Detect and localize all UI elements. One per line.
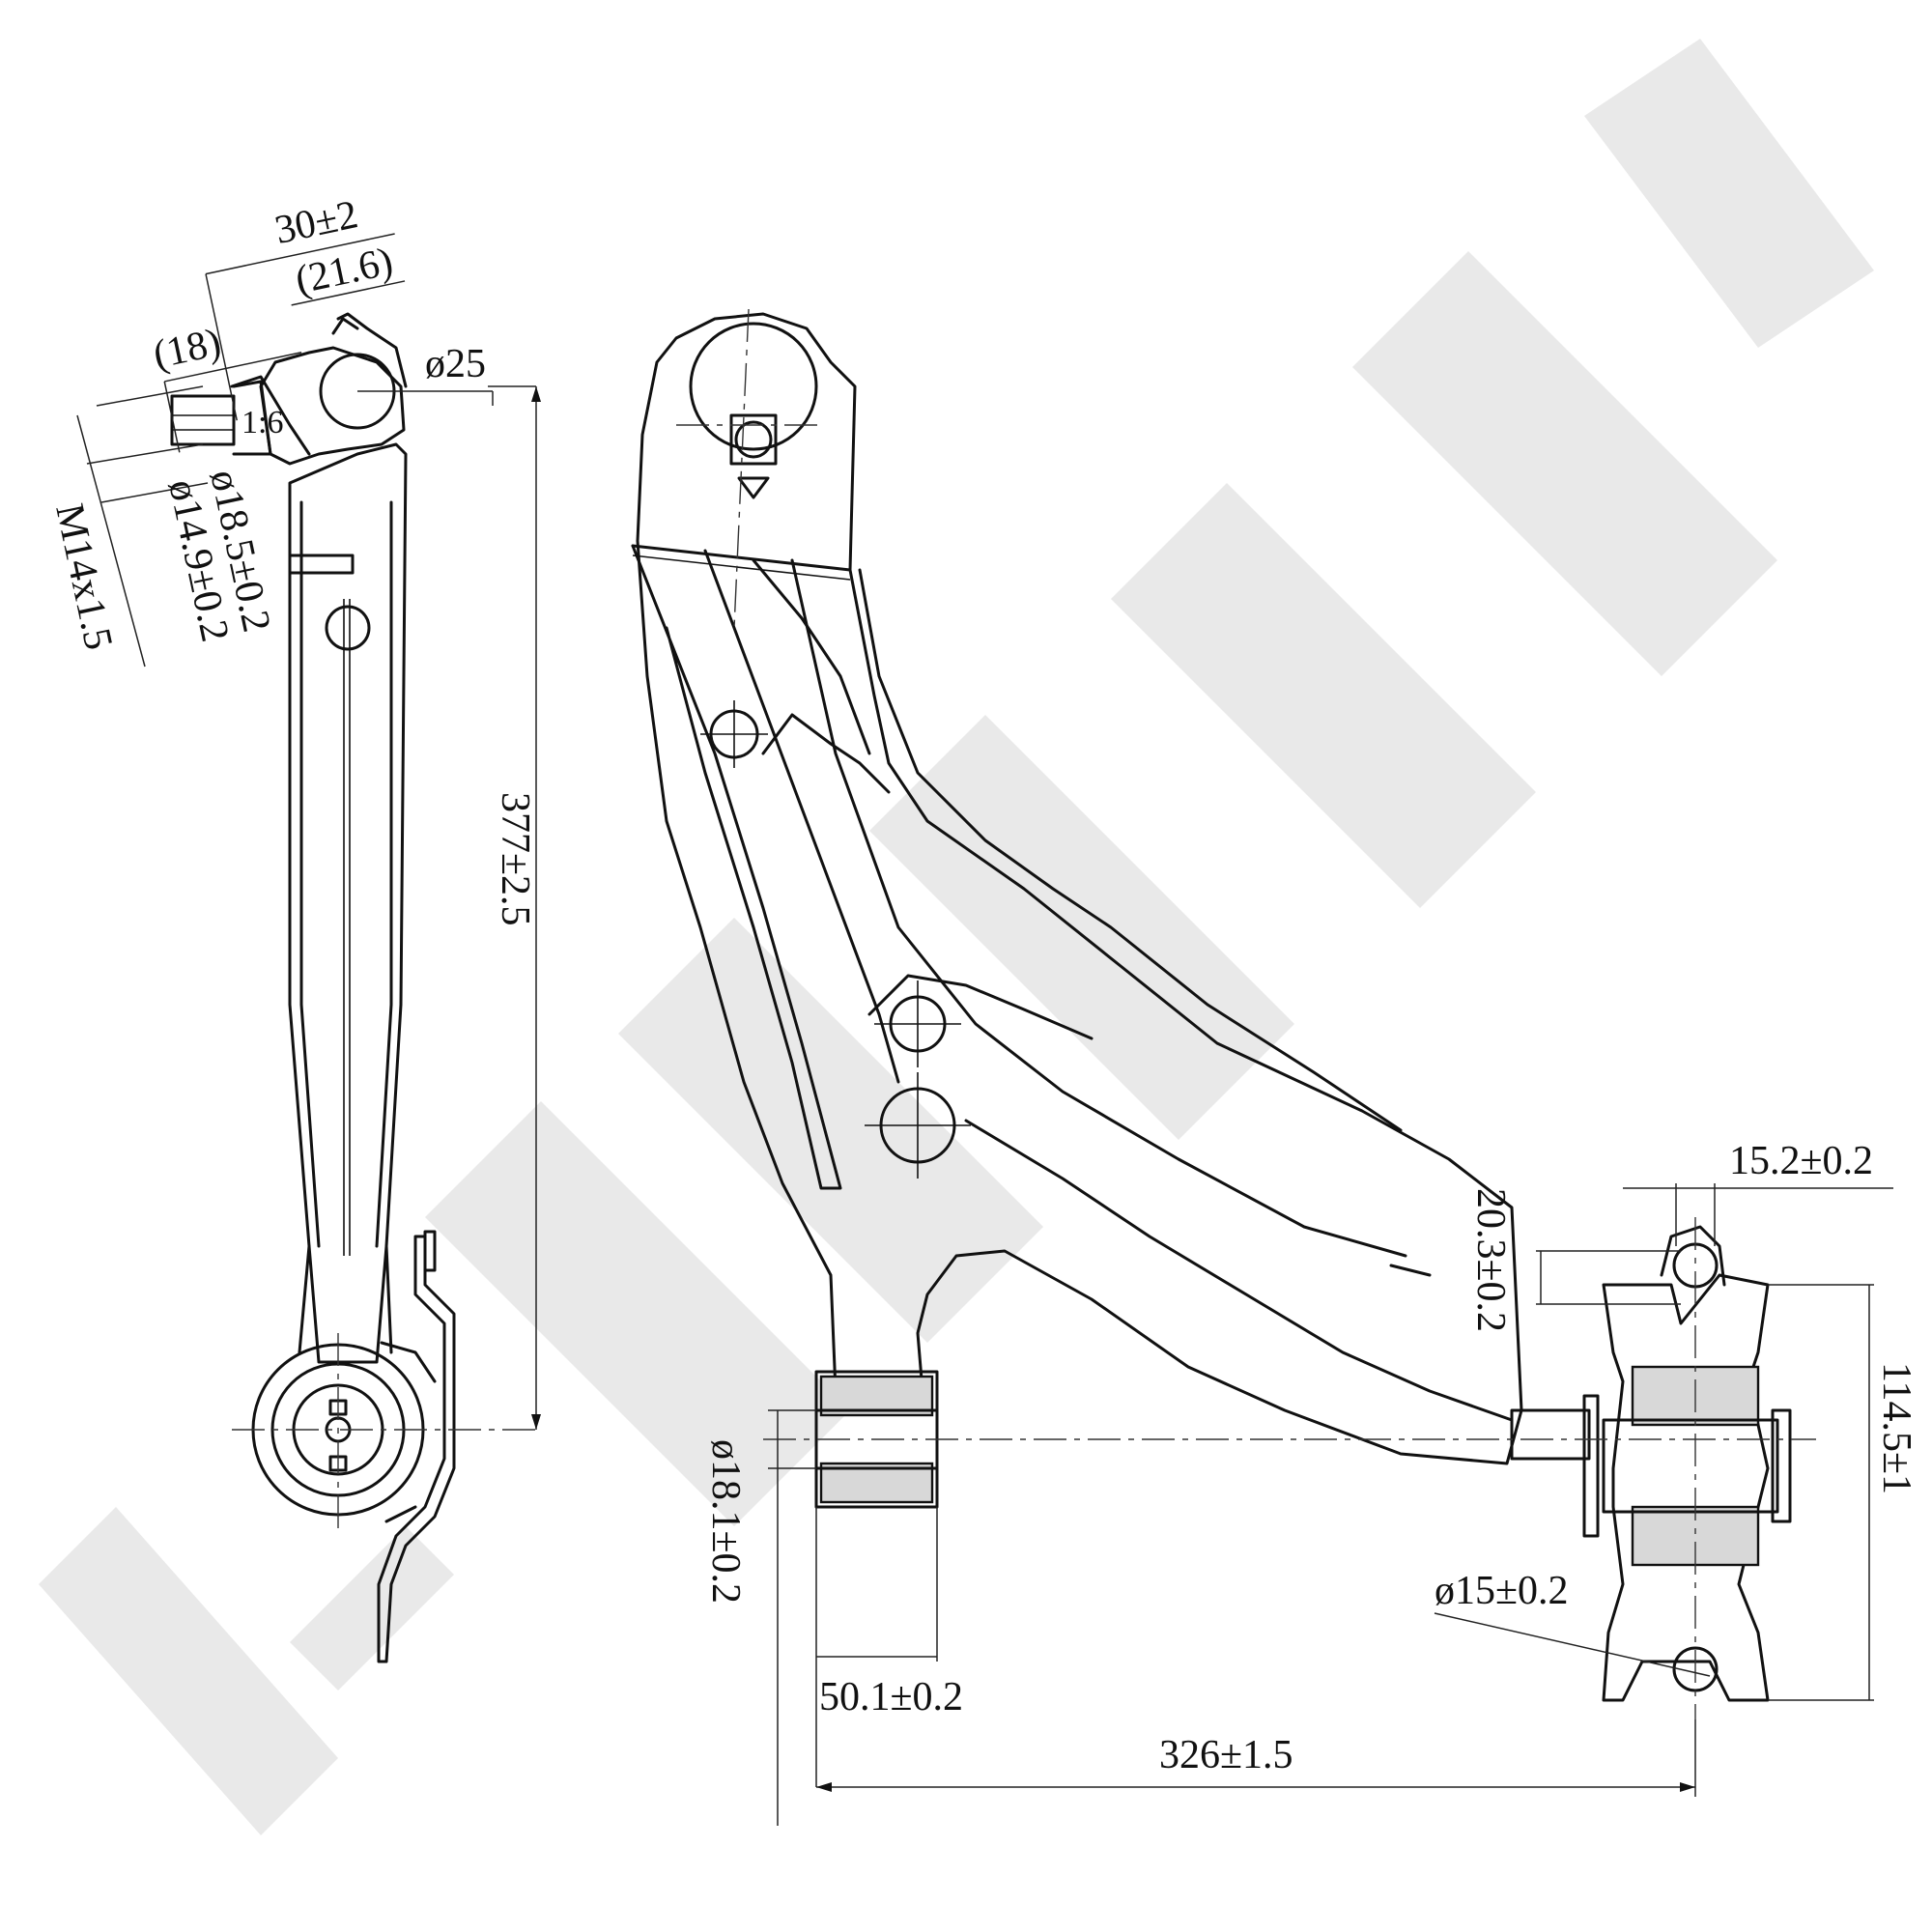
mounting-hole-2 (874, 980, 961, 1067)
dim-ball-diameter-label: ø25 (425, 342, 486, 386)
dim-front-bushing-bore-label: ø18.1±0.2 (703, 1439, 748, 1604)
mounting-hole-1 (700, 700, 768, 768)
dim-front-bushing-width-label: 50.1±0.2 (819, 1675, 963, 1719)
side-view (170, 312, 541, 1663)
rear-bracket (1510, 1225, 1792, 1702)
dim-bracket-width-label: 15.2±0.2 (1729, 1139, 1873, 1183)
top-view-dimensions: 50.1±0.2 ø18.1±0.2 326±1.5 15.2±0.2 20.3… (703, 1139, 1918, 1826)
mounting-hole-3 (865, 1072, 971, 1179)
top-view (631, 308, 1816, 1719)
dim-thread-ref-label: (18) (150, 321, 225, 379)
dim-thread-label: M14x1.5 (46, 500, 121, 654)
dim-bracket-hole-spacing-label: 114.5±1 (1874, 1362, 1918, 1494)
dim-length-label: 377±2.5 (493, 792, 537, 926)
dim-center-distance-label: 326±1.5 (1159, 1733, 1293, 1777)
dim-bolt-hole-offset-label: 20.3±0.2 (1468, 1188, 1513, 1332)
watermark-logo (39, 39, 1874, 1835)
dim-taper-label: 1:6 (242, 405, 283, 440)
dim-ball-ref-label: (21.6) (292, 240, 397, 303)
dim-bolt-hole-diameter-label: ø15±0.2 (1435, 1569, 1569, 1613)
